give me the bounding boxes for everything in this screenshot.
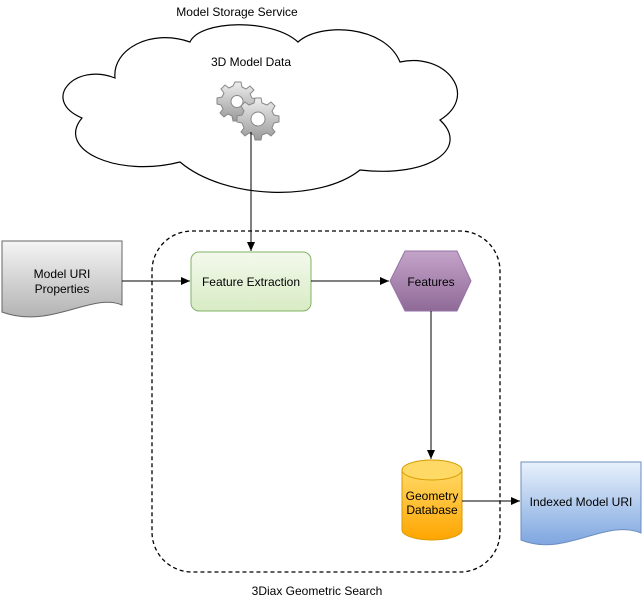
model-uri-properties-node[interactable]: Model URI Properties [1,240,123,318]
geometry-db-line1: Geometry [406,489,459,503]
features-node[interactable]: Features [389,250,472,312]
geometric-search-boundary [151,230,501,573]
feature-extraction-node[interactable]: Feature Extraction [190,251,312,312]
geometry-db-line2: Database [406,503,458,517]
feature-extraction-label: Feature Extraction [202,275,300,289]
indexed-model-uri-node[interactable]: Indexed Model URI [520,461,642,546]
boundary-label: 3Diax Geometric Search [252,584,383,598]
model-uri-line1: Model URI [34,267,91,281]
cloud-title: Model Storage Service [176,5,298,19]
features-label: Features [407,275,454,289]
geometry-database-node[interactable]: Geometry Database [401,459,463,541]
cloud-subtitle: 3D Model Data [211,55,291,69]
indexed-model-uri-label: Indexed Model URI [530,495,633,509]
gears-icon [216,81,280,141]
model-uri-line2: Properties [35,282,90,296]
